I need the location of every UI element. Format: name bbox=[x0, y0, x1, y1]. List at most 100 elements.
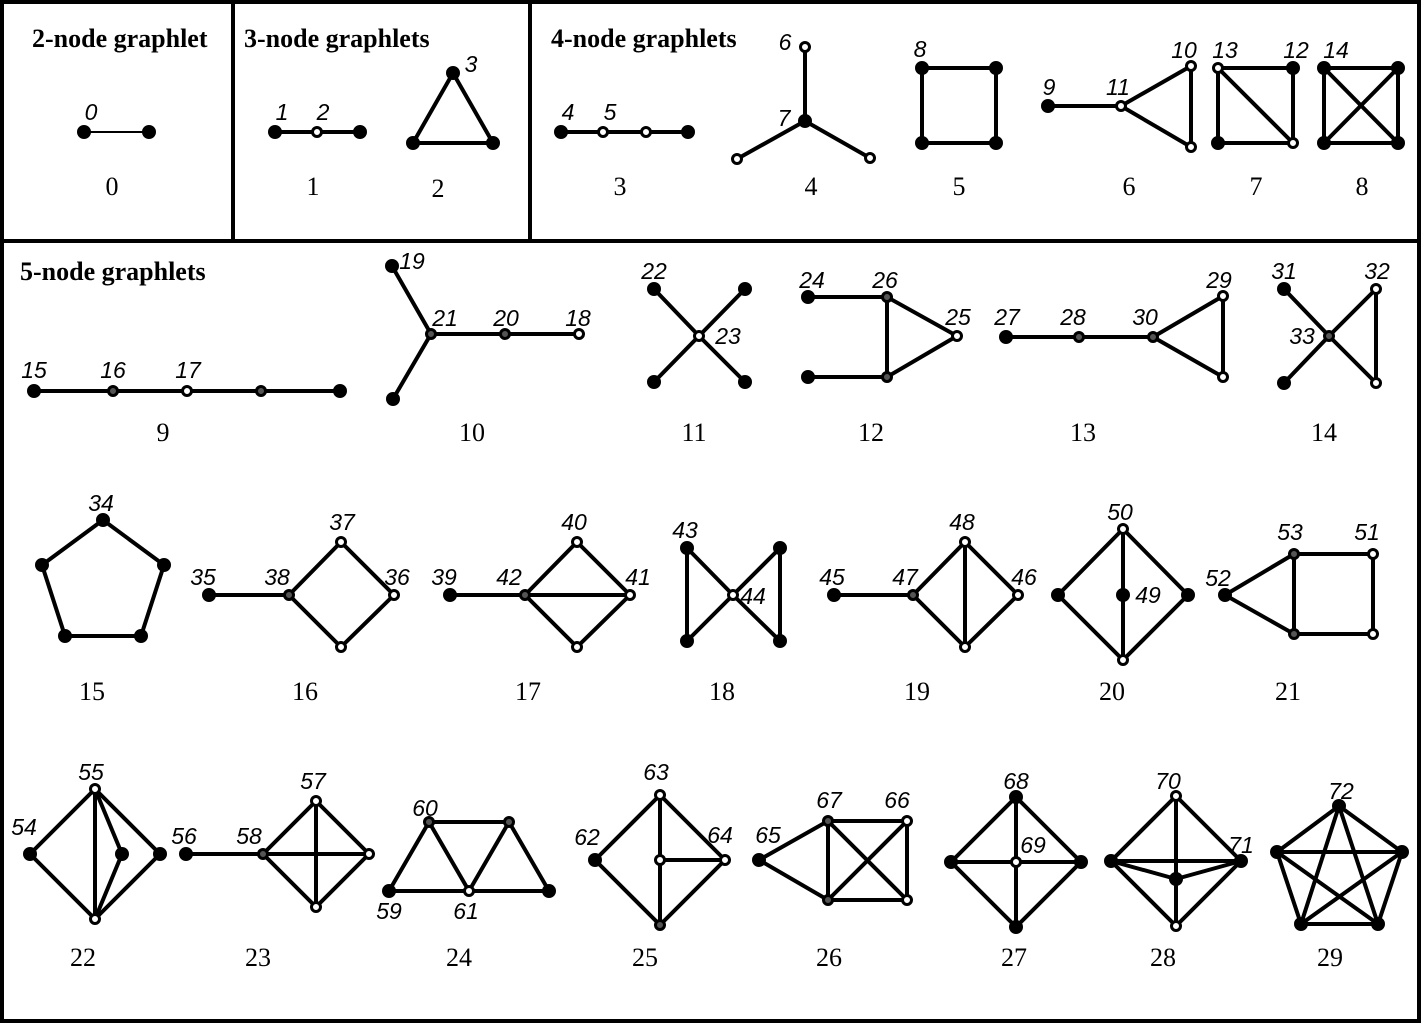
node-black bbox=[1294, 917, 1308, 931]
graphlet-edge bbox=[387, 820, 431, 893]
graphlet-label: 6 bbox=[1123, 172, 1136, 201]
node-gray bbox=[881, 371, 893, 383]
node-white bbox=[335, 641, 347, 653]
graphlet-21 bbox=[1223, 552, 1375, 636]
graphlet-18 bbox=[685, 546, 782, 643]
node-white bbox=[959, 536, 971, 548]
orbit-label: 5 bbox=[604, 99, 617, 125]
node-white bbox=[640, 126, 652, 138]
graphlet-28 bbox=[1109, 794, 1243, 928]
graphlet-edge bbox=[1275, 850, 1380, 926]
graphlet-edge bbox=[1056, 527, 1125, 597]
graphlet-edge bbox=[1121, 527, 1190, 597]
graphlet-edge bbox=[93, 852, 124, 921]
node-black bbox=[486, 136, 500, 150]
graphlet-label: 27 bbox=[1001, 943, 1027, 972]
node-black bbox=[1317, 136, 1331, 150]
graphlet-edge bbox=[1056, 593, 1125, 662]
graphlet-edge bbox=[652, 287, 701, 338]
graphlet-edge bbox=[28, 852, 97, 921]
node-black bbox=[134, 629, 148, 643]
node-black bbox=[1051, 588, 1065, 602]
node-black bbox=[1211, 136, 1225, 150]
graphlet-edge bbox=[697, 287, 747, 338]
node-white bbox=[719, 854, 731, 866]
graphlet-edge bbox=[652, 334, 701, 384]
graphlet-label: 0 bbox=[106, 172, 119, 201]
node-gray bbox=[255, 385, 267, 397]
graphlet-edge bbox=[575, 593, 632, 649]
orbit-label: 62 bbox=[574, 824, 600, 850]
nodes bbox=[23, 41, 1409, 934]
node-white bbox=[864, 152, 876, 164]
node-black bbox=[989, 136, 1003, 150]
node-black bbox=[1009, 920, 1023, 934]
node-white bbox=[901, 815, 913, 827]
orbit-label: 65 bbox=[755, 822, 781, 848]
graphlet-edge bbox=[261, 799, 318, 856]
node-gray bbox=[881, 291, 893, 303]
graphlet-edge bbox=[1327, 287, 1378, 338]
graphlet-edge bbox=[28, 787, 97, 856]
node-white bbox=[463, 885, 475, 897]
node-black bbox=[23, 847, 37, 861]
node-white bbox=[311, 126, 323, 138]
node-black bbox=[1169, 872, 1183, 886]
orbit-label: 54 bbox=[11, 814, 37, 840]
orbit-label: 70 bbox=[1155, 768, 1181, 794]
graphlet-label: 29 bbox=[1317, 943, 1343, 972]
orbit-label: 26 bbox=[871, 267, 898, 293]
graphlet-edge bbox=[139, 563, 166, 638]
graphlet-label: 22 bbox=[70, 943, 96, 972]
orbit-label: 61 bbox=[453, 898, 479, 924]
graphlet-edge bbox=[1174, 859, 1243, 881]
graphlet-edge bbox=[658, 858, 727, 927]
node-black bbox=[1074, 855, 1088, 869]
graphlet-23 bbox=[184, 799, 371, 909]
node-white bbox=[901, 894, 913, 906]
node-black bbox=[115, 847, 129, 861]
node-gray bbox=[257, 848, 269, 860]
node-black bbox=[1270, 845, 1284, 859]
graphlet-edge bbox=[93, 787, 162, 856]
graphlet-edge bbox=[314, 852, 371, 909]
node-white bbox=[363, 848, 375, 860]
orbit-label: 31 bbox=[1271, 258, 1297, 284]
graphlet-edge bbox=[1275, 804, 1341, 854]
node-black bbox=[268, 125, 282, 139]
node-white bbox=[654, 854, 666, 866]
graphlet-edge bbox=[1376, 850, 1404, 926]
orbit-label: 67 bbox=[816, 787, 843, 813]
graphlet-edge bbox=[1174, 859, 1243, 928]
orbit-label: 9 bbox=[1043, 74, 1056, 100]
orbit-label: 12 bbox=[1283, 37, 1309, 63]
orbit-label: 46 bbox=[1011, 564, 1037, 590]
node-black bbox=[353, 125, 367, 139]
graphlet-20 bbox=[1056, 527, 1190, 662]
graphlet-label: 24 bbox=[446, 943, 472, 972]
node-black bbox=[680, 634, 694, 648]
orbit-label: 43 bbox=[672, 517, 698, 543]
graphlet-edge bbox=[1299, 850, 1404, 926]
orbit-label: 47 bbox=[892, 564, 919, 590]
graphlet-label: 10 bbox=[459, 418, 485, 447]
graphlet-edge bbox=[735, 119, 807, 161]
graphlet-edge bbox=[911, 540, 967, 597]
graphlet-edge bbox=[1014, 795, 1083, 864]
graphlet-edge bbox=[1282, 287, 1331, 338]
graphlet-edge bbox=[1337, 804, 1380, 926]
node-black bbox=[153, 847, 167, 861]
graphlet-edge bbox=[287, 540, 343, 597]
section-title-3-node: 3-node graphlets bbox=[244, 24, 430, 53]
node-black bbox=[1181, 588, 1195, 602]
orbit-label: 2 bbox=[316, 99, 330, 125]
orbit-label: 13 bbox=[1212, 37, 1238, 63]
graphlet-edge bbox=[963, 593, 1020, 649]
node-white bbox=[959, 641, 971, 653]
node-gray bbox=[1073, 331, 1085, 343]
orbit-label: 20 bbox=[492, 305, 519, 331]
graphlet-edge bbox=[390, 264, 433, 336]
graphlet-edge bbox=[427, 820, 471, 893]
